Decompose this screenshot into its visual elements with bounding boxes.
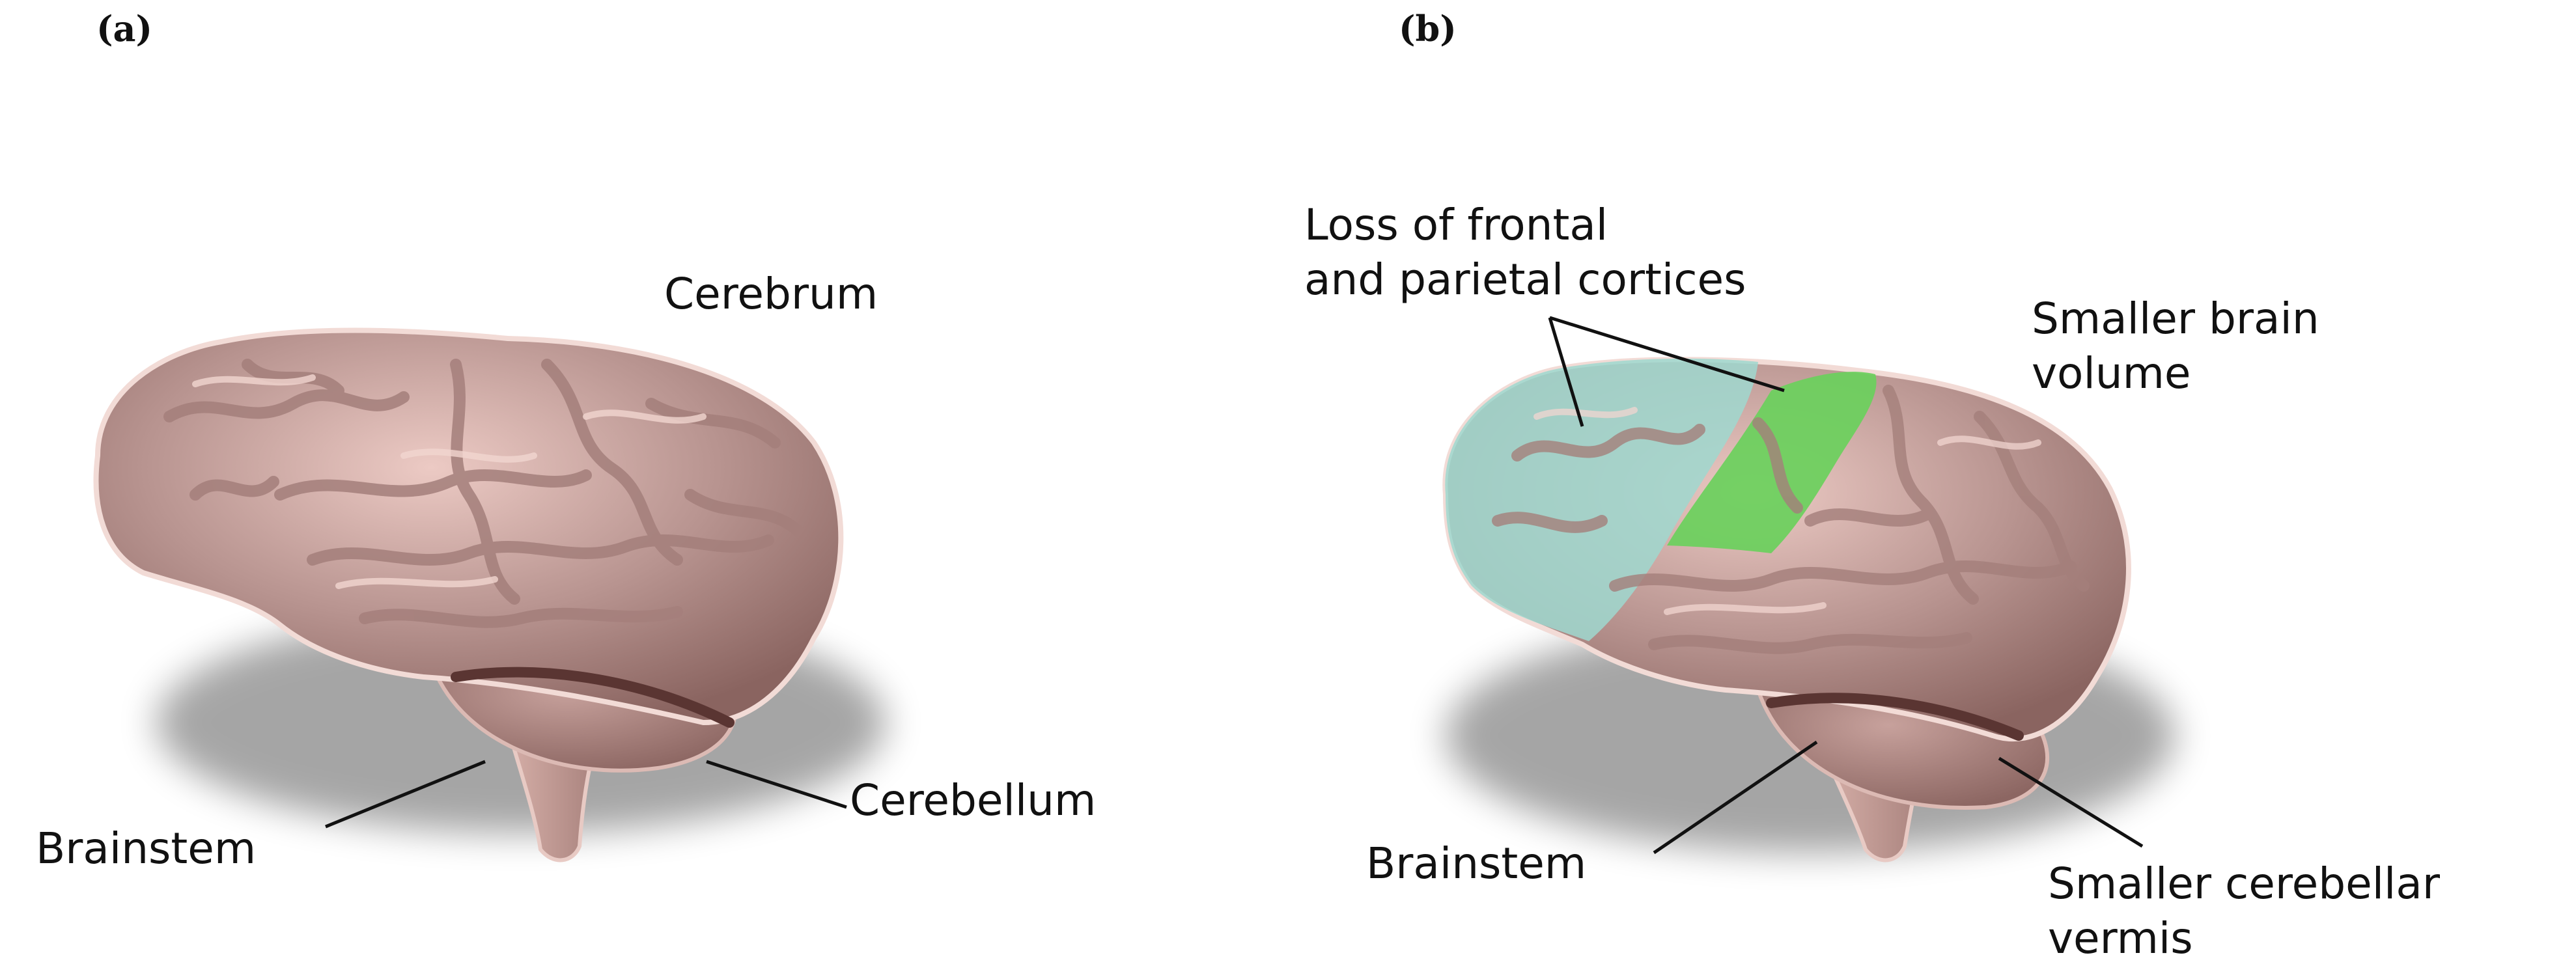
brain-b-lateral-sulcus [1766,693,2024,741]
brain-a-cerebrum [93,327,844,726]
vermis-label-line1: Smaller cerebellar [2048,859,2440,909]
brain-b-highlights [1533,407,2041,615]
parietal-leader [1549,316,1785,393]
brain-b [1442,357,2175,862]
volume-label-line1: Smaller brain [2032,294,2319,344]
brainstem-a-leader [325,760,486,829]
brain-a-highlights [192,374,707,589]
brain-a-lateral-sulcus [451,667,735,728]
brainstem-b-label: Brainstem [1366,838,1587,889]
brain-a [93,327,886,862]
vermis-label-line2: vermis [2048,913,2193,963]
cortices-label-line2: and parietal cortices [1304,255,1746,305]
frontal-cortex-highlight [1445,358,1758,641]
cerebrum-label: Cerebrum [664,269,878,319]
cortices-label-line1: Loss of frontal [1304,200,1608,250]
volume-label-line2: volume [2032,348,2191,398]
panel-b-tag: (b) [1399,8,1457,49]
frontal-leader [1548,317,1584,427]
cerebellum-a-leader [706,760,847,809]
brainstem-b-leader [1653,740,1818,855]
panel-a-tag: (a) [96,8,153,49]
brain-a-gyri [163,359,807,628]
brainstem-a-label: Brainstem [36,823,257,874]
vermis-leader [1998,756,2144,848]
cerebellum-a-label: Cerebellum [850,775,1097,825]
